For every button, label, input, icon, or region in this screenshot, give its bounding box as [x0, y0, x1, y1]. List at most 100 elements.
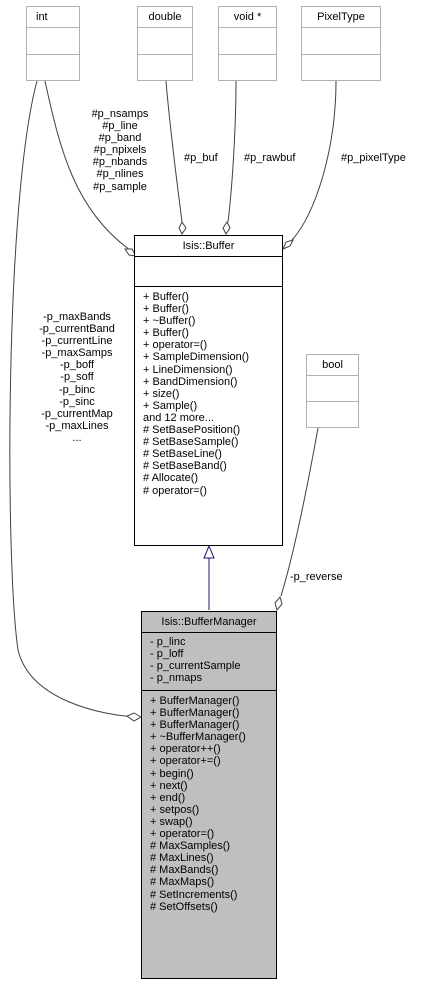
- method-item: + BufferManager(): [150, 695, 240, 707]
- edge-label-line: -p_boff: [59, 359, 95, 372]
- edge-label-int-to-buffer: #p_nsamps#p_line#p_band#p_npixels#p_nban…: [90, 108, 150, 193]
- edge-label-line: #p_line: [102, 120, 138, 133]
- edge-label-double-to-buffer: #p_buf: [184, 152, 218, 164]
- method-item: + Sample(): [143, 399, 198, 412]
- methods-section: + BufferManager()+ BufferManager()+ Buff…: [142, 690, 276, 913]
- methods-section: [307, 401, 358, 427]
- edge-label-line: -p_currentMap: [41, 407, 113, 420]
- int-to-buffermanager-edge: [9, 80, 138, 718]
- int-to-buffer-edge: [44, 80, 131, 251]
- class-box-void-pointer[interactable]: void *: [218, 6, 277, 81]
- method-item: + ~Buffer(): [143, 315, 196, 328]
- edge-label-int-to-buffermanager: -p_maxBands-p_currentBand-p_currentLine-…: [30, 311, 124, 444]
- method-item: + size(): [143, 387, 180, 400]
- class-title: double: [148, 11, 182, 23]
- method-item: # SetBaseSample(): [143, 436, 239, 449]
- attribute-item: - p_loff: [150, 648, 184, 661]
- class-title: int: [36, 11, 48, 23]
- methods-section: [302, 54, 380, 80]
- method-item: # Allocate(): [143, 472, 199, 485]
- attribute-item: - p_linc: [150, 636, 186, 648]
- pixeltype-to-buffer-edge: [291, 80, 337, 241]
- method-item: + operator=(): [143, 339, 208, 352]
- void-to-buffer-edge: [227, 80, 237, 223]
- inheritance-arrowhead: [203, 544, 215, 559]
- method-item: + ~BufferManager(): [150, 731, 246, 744]
- methods-section: + Buffer()+ Buffer()+ ~Buffer()+ Buffer(…: [135, 286, 282, 497]
- attribute-item: - p_currentSample: [150, 660, 241, 673]
- edge-label-line: #p_npixels: [93, 144, 147, 157]
- attribute-item: - p_nmaps: [150, 672, 202, 685]
- class-box-isis-buffer[interactable]: Isis::Buffer + Buffer()+ Buffer()+ ~Buff…: [134, 235, 283, 546]
- class-box-bool[interactable]: bool: [306, 354, 359, 428]
- method-item: and 12 more...: [143, 411, 214, 424]
- edge-label-line: #p_nsamps: [91, 108, 149, 120]
- method-item: + BufferManager(): [150, 707, 240, 720]
- edge-label-bool-to-buffermanager: -p_reverse: [290, 571, 343, 583]
- edge-label-line: -p_maxLines: [45, 419, 109, 432]
- edge-label-line: ...: [72, 431, 82, 444]
- class-title: PixelType: [317, 11, 365, 23]
- int-to-buffermanager-diamond: [125, 712, 143, 722]
- class-box-pixeltype[interactable]: PixelType: [301, 6, 381, 81]
- class-box-isis-buffermanager[interactable]: Isis::BufferManager - p_linc- p_loff- p_…: [141, 611, 277, 979]
- edge-label-line: #p_buf: [184, 152, 218, 164]
- method-item: # MaxMaps(): [150, 876, 215, 889]
- pixeltype-to-buffer-diamond: [282, 239, 294, 250]
- edge-label-line: -p_soff: [60, 371, 94, 384]
- edge-label-line: -p_currentLine: [41, 335, 113, 348]
- method-item: + begin(): [150, 767, 194, 780]
- attributes-section: [219, 27, 276, 54]
- method-item: # operator=(): [143, 484, 207, 497]
- class-title: bool: [322, 359, 343, 371]
- method-item: + operator+=(): [150, 755, 221, 768]
- edge-label-line: #p_nlines: [96, 168, 144, 181]
- attributes-section: [302, 27, 380, 54]
- method-item: + BandDimension(): [143, 375, 238, 388]
- class-title: Isis::BufferManager: [161, 616, 257, 628]
- method-item: + operator++(): [150, 743, 221, 756]
- method-item: + end(): [150, 791, 186, 804]
- methods-section: [219, 54, 276, 80]
- edge-label-line: -p_currentBand: [39, 323, 115, 336]
- method-item: # MaxBands(): [150, 864, 219, 877]
- edge-label-line: -p_reverse: [290, 571, 343, 583]
- attributes-section: [138, 27, 192, 54]
- attributes-section: [27, 27, 79, 54]
- attributes-section: [135, 256, 282, 286]
- method-item: + Buffer(): [143, 303, 189, 316]
- method-item: + SampleDimension(): [143, 351, 250, 364]
- method-item: + next(): [150, 779, 188, 792]
- double-to-buffer-diamond: [178, 221, 187, 235]
- method-item: # SetBasePosition(): [143, 424, 241, 437]
- void-to-buffer-diamond: [222, 221, 231, 235]
- method-item: + LineDimension(): [143, 363, 233, 376]
- edge-label-line: #p_band: [98, 132, 142, 145]
- attributes-section: - p_linc- p_loff- p_currentSample- p_nma…: [142, 632, 276, 690]
- method-item: + BufferManager(): [150, 719, 240, 732]
- edge-label-line: #p_rawbuf: [244, 152, 296, 164]
- edge-label-line: -p_binc: [58, 383, 96, 396]
- method-item: # SetOffsets(): [150, 900, 218, 913]
- class-title: Isis::Buffer: [182, 240, 235, 252]
- method-item: # SetIncrements(): [150, 888, 238, 901]
- methods-section: [138, 54, 192, 80]
- bool-to-buffermanager-diamond: [274, 595, 283, 612]
- edge-label-line: -p_maxSamps: [41, 347, 113, 360]
- double-to-buffer-edge: [165, 80, 183, 223]
- edge-label-line: -p_maxBands: [43, 311, 111, 323]
- int-to-buffer-diamond: [124, 248, 137, 257]
- bool-to-buffermanager-edge: [280, 427, 319, 597]
- edge-label-line: -p_sinc: [59, 395, 95, 408]
- edge-label-line: #p_pixelType: [341, 152, 406, 164]
- class-box-double[interactable]: double: [137, 6, 193, 81]
- method-item: + operator=(): [150, 828, 215, 841]
- class-box-int[interactable]: int: [26, 6, 80, 81]
- method-item: # MaxSamples(): [150, 840, 231, 853]
- method-item: # SetBaseBand(): [143, 460, 227, 473]
- edge-label-line: #p_sample: [93, 180, 147, 193]
- method-item: + Buffer(): [143, 327, 189, 340]
- edge-label-line: #p_nbands: [92, 156, 148, 169]
- methods-section: [27, 54, 79, 80]
